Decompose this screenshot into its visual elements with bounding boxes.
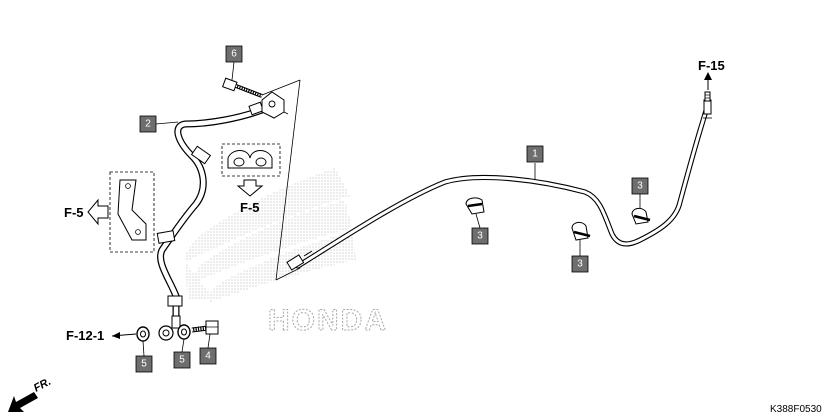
bolt-part-6 <box>222 77 263 98</box>
ref-f12-1-label: F-12-1 <box>66 328 104 343</box>
banjo-bolt-part-4 <box>191 320 219 335</box>
brake-pipe-main <box>286 91 712 271</box>
sheet-outline-bottom <box>275 267 301 281</box>
callout-2: 2 <box>139 115 157 133</box>
callout-5-left: 5 <box>135 355 153 373</box>
callout-3-clamp-1: 3 <box>471 227 489 245</box>
callout-3-clamp-2: 3 <box>571 255 589 273</box>
honda-wing-watermark <box>184 168 356 302</box>
pipe-clamp-1 <box>465 197 485 215</box>
svg-text:6: 6 <box>231 49 237 60</box>
hose-holder-bracket <box>261 91 289 119</box>
ref-f15-label: F-15 <box>698 58 725 73</box>
banjo-fitting <box>158 315 181 341</box>
hose-guide-bracket <box>117 179 147 241</box>
sheet-outline-top <box>261 79 301 96</box>
callout-leaders <box>142 61 641 357</box>
hose-clamp-detail <box>227 150 273 169</box>
diagram-code: K388F0530 <box>770 404 822 415</box>
callout-4: 4 <box>199 347 217 365</box>
pipe-clamp-2 <box>571 221 591 241</box>
svg-text:5: 5 <box>141 359 147 370</box>
front-direction-arrow <box>8 392 38 412</box>
callout-6: 6 <box>225 45 243 63</box>
arrow-up-small-icon <box>704 72 712 80</box>
sealing-washer-left <box>136 326 150 342</box>
ref-f5-left-label: F-5 <box>64 205 84 220</box>
callout-1: 1 <box>526 145 544 163</box>
arrow-down-icon <box>236 179 264 197</box>
pipe-clamp-3 <box>631 207 651 225</box>
svg-text:3: 3 <box>477 231 483 242</box>
brake-hose <box>156 101 266 322</box>
front-direction-label: FR. <box>32 376 53 395</box>
sealing-washer-right <box>177 324 191 340</box>
svg-text:4: 4 <box>205 351 211 362</box>
arrow-left-small-icon <box>112 332 120 339</box>
svg-text:3: 3 <box>577 259 583 270</box>
honda-logo-text: HONDA <box>268 304 388 337</box>
callout-3-clamp-3: 3 <box>631 177 649 195</box>
arrow-left-icon <box>87 198 109 226</box>
svg-text:5: 5 <box>179 355 185 366</box>
sheet-outline-left <box>275 79 301 281</box>
svg-text:1: 1 <box>532 149 538 160</box>
svg-text:3: 3 <box>637 181 643 192</box>
ref-f5-clamp-label: F-5 <box>240 200 260 215</box>
detail-box-left <box>109 171 155 253</box>
callout-5-right: 5 <box>173 351 191 369</box>
svg-text:2: 2 <box>145 119 151 130</box>
